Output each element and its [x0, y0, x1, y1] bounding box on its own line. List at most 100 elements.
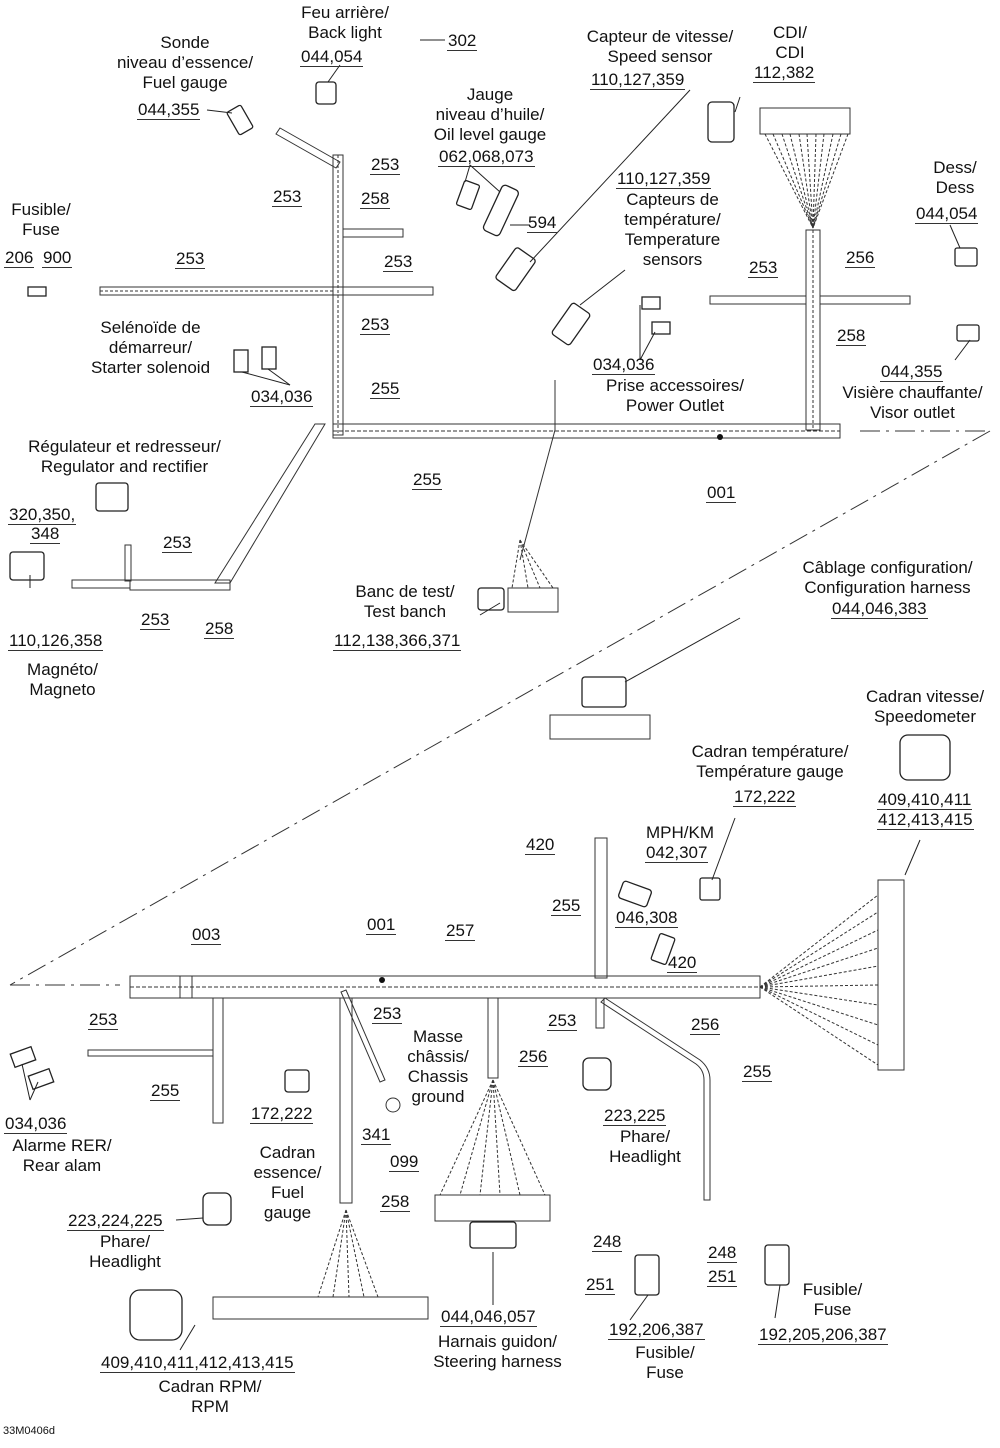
label-en: Dess — [935, 178, 975, 197]
label-fr: Harnais guidon/ — [437, 1332, 558, 1351]
ref-magneto: 110,126,358 — [8, 631, 104, 651]
solenoid-terminal-icon-2 — [261, 346, 277, 370]
label-fr: Capteur de vitesse/ — [586, 27, 734, 46]
ref-headlight-left: 223,224,225 — [67, 1211, 164, 1231]
harness-258 — [129, 579, 231, 591]
headlight-left-connector-icon — [202, 1192, 232, 1226]
config-pin-block — [549, 714, 651, 740]
ref-fuse-206: 206 — [4, 248, 35, 268]
label-en: Back light — [308, 23, 382, 42]
cdi-connector-icon — [707, 101, 735, 143]
outlet-terminal-icon — [641, 296, 661, 310]
label-fr: Phare/ — [619, 1127, 671, 1146]
label-en: Power Outlet — [625, 396, 725, 415]
label-en-2: gauge — [263, 1203, 312, 1222]
harness-258-dess — [819, 295, 911, 305]
label-en: Configuration harness — [804, 578, 971, 597]
harness-253-regulator — [124, 544, 132, 582]
label-fr-2: température/ — [624, 210, 721, 229]
label-en: Fuel gauge — [142, 73, 228, 92]
callout-420-b: 420 — [667, 953, 698, 973]
ref-back-light: 044,054 — [300, 47, 364, 67]
harness-253-alarm — [87, 1049, 214, 1057]
ref-temp-gauge-bottom: 172,222 — [250, 1104, 314, 1124]
callout-257: 257 — [445, 921, 476, 941]
callout-258-d: 258 — [380, 1192, 411, 1212]
section-separator-line — [9, 430, 991, 986]
rpm-connector-icon — [129, 1289, 183, 1341]
callout-253-e: 253 — [360, 315, 391, 335]
callout-251-a: 251 — [585, 1275, 616, 1295]
label-en: Starter solenoid — [90, 358, 211, 377]
temp-sensor-icon — [551, 302, 591, 346]
label-en: Headlight — [89, 1252, 161, 1271]
label-fr-2: démarreur/ — [108, 338, 193, 357]
label-fr-2: niveau d’huile/ — [435, 105, 545, 124]
label-fr: Magnéto/ — [27, 660, 98, 679]
label-power-outlet: Prise accessoires/ Power Outlet — [585, 376, 765, 416]
ref-fuse-left: 192,206,387 — [608, 1320, 705, 1340]
label-en: Magneto — [29, 680, 96, 699]
callout-253-g: 253 — [162, 533, 193, 553]
label-fr: Feu arrière/ — [301, 3, 389, 22]
ground-ring-terminal — [385, 1097, 401, 1113]
label-en: Regulator and rectifier — [40, 457, 209, 476]
harness-253-magneto — [71, 579, 131, 589]
callout-258-c: 258 — [204, 619, 235, 639]
solenoid-terminal-icon — [233, 349, 249, 373]
label-en: RPM — [191, 1397, 229, 1416]
callout-248-a: 248 — [592, 1232, 623, 1252]
label-fr: Régulateur et redresseur/ — [28, 437, 221, 456]
label-fuse-left: Fusible/ Fuse — [615, 1343, 715, 1383]
callout-003: 003 — [191, 925, 222, 945]
label-config-harness: Câblage configuration/ Configuration har… — [780, 558, 995, 598]
harness-253-headlight — [595, 997, 605, 1029]
label-fr: Masse — [412, 1027, 464, 1046]
outlet-terminal-icon-2 — [651, 321, 671, 335]
label-fr: Prise accessoires/ — [606, 376, 744, 395]
ref-visor-outlet: 044,355 — [880, 362, 944, 382]
label-fr: Cadran RPM/ — [158, 1377, 262, 1396]
figure-id: 33M0406d — [3, 1425, 55, 1437]
label-en: Fuse — [646, 1363, 684, 1382]
callout-255-c: 255 — [551, 896, 582, 916]
label-fr: Phare/ — [99, 1232, 151, 1251]
ref-oil-level-gauge: 062,068,073 — [438, 147, 535, 167]
ref-config-harness: 044,046,383 — [831, 599, 928, 619]
fuse-icon — [27, 286, 47, 297]
callout-251-b: 251 — [707, 1267, 738, 1287]
harness-253-ground — [340, 989, 386, 1083]
label-fr: Fusible/ — [802, 1280, 863, 1299]
test-bench-pin-block — [507, 587, 559, 613]
label-headlight-right: Phare/ Headlight — [590, 1127, 700, 1167]
callout-253-j: 253 — [88, 1010, 119, 1030]
ref-rear-alarm: 034,036 — [4, 1114, 68, 1134]
label-en: Headlight — [609, 1147, 681, 1166]
ref-rpm: 409,410,411,412,413,415 — [100, 1353, 295, 1373]
label-chassis-ground: Masse châssis/ Chassis ground — [398, 1027, 478, 1107]
cdi-wires — [764, 133, 849, 229]
label-fr: Banc de test/ — [355, 582, 455, 601]
label-fr: MPH/KM — [646, 823, 714, 842]
config-connector-icon — [581, 676, 627, 708]
label-en: Chassis — [407, 1067, 469, 1086]
label-fr: Cadran température/ — [691, 742, 849, 761]
label-fr: Câblage configuration/ — [802, 558, 973, 577]
label-en-2: ground — [411, 1087, 465, 1106]
label-fr: Sonde — [160, 33, 210, 52]
harness-253-diag — [275, 127, 341, 169]
callout-256-c: 256 — [518, 1047, 549, 1067]
callout-258-b: 258 — [836, 326, 867, 346]
rpm-wires — [317, 1209, 379, 1298]
callout-253-h: 253 — [140, 610, 171, 630]
callout-099: 099 — [389, 1152, 420, 1172]
callout-253-a: 253 — [175, 249, 206, 269]
ref-steering-harness: 044,046,057 — [440, 1307, 537, 1327]
callout-255-b: 255 — [412, 470, 443, 490]
callout-253-f: 253 — [748, 258, 779, 278]
label-en: Temperature — [624, 230, 721, 249]
label-cdi: CDI/ CDI — [765, 23, 815, 63]
callout-255-e: 255 — [742, 1062, 773, 1082]
ref-power-outlet: 034,036 — [592, 355, 656, 375]
harness-255-diag — [214, 423, 326, 584]
